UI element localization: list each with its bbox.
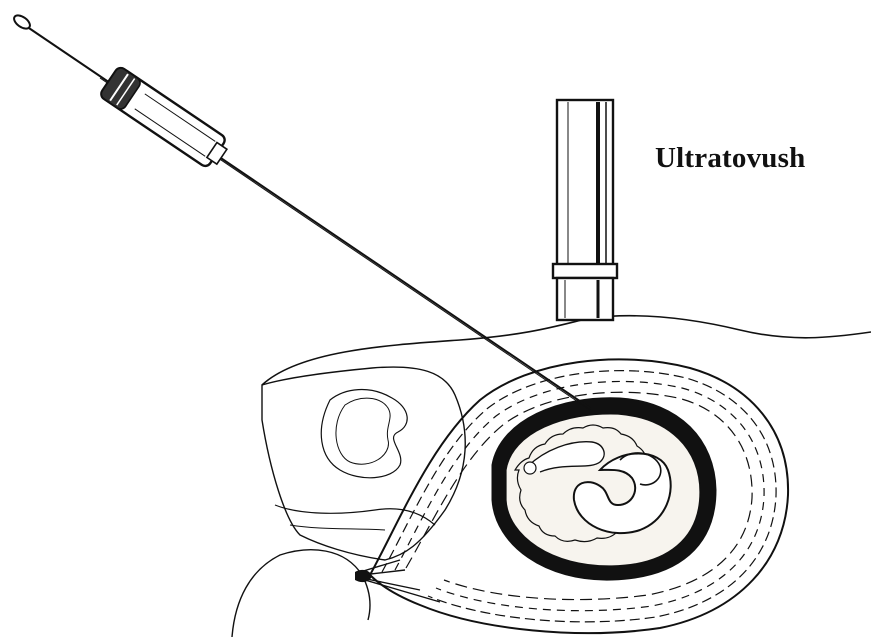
abdominal-wall	[262, 316, 871, 385]
organ-lower-fold-2	[290, 525, 385, 530]
needle-hub	[12, 13, 32, 32]
syringe	[99, 66, 232, 172]
organ-lower-fold	[275, 505, 435, 525]
organ-inner-loop-2	[336, 398, 390, 464]
bladder-outline	[262, 367, 465, 560]
ultrasound-probe	[553, 100, 617, 320]
cervix-tip	[355, 570, 372, 582]
ultrasound-label: Ultratovush	[655, 142, 805, 175]
pelvic-curve	[232, 550, 370, 637]
yolk-sac	[524, 462, 536, 474]
biopsy-needle	[20, 22, 590, 408]
